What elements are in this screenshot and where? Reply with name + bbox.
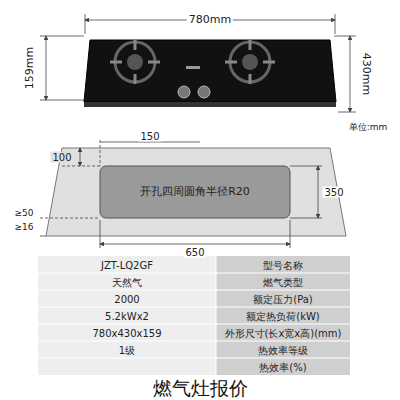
table-cell: 天然气 <box>110 276 144 287</box>
table-cell: 1级 <box>117 344 137 355</box>
table-cell: 额定压力(Pa) <box>251 293 315 304</box>
cutout-diagram <box>40 140 346 248</box>
table-cell: 5.2kWx2 <box>103 310 151 321</box>
table-cell: 热效率(%) <box>257 361 308 372</box>
unit-note: 单位:mm <box>347 123 390 133</box>
dimension: ≥50 <box>13 209 36 219</box>
table-cell: 外形尺寸(长x宽x高)(mm) <box>223 327 344 338</box>
dimension: 650 <box>183 247 206 258</box>
table-cell: 780x430x159 <box>90 327 163 338</box>
spec-table <box>38 256 350 375</box>
dimension: 159mm <box>24 45 36 91</box>
dimension-lines <box>40 14 356 112</box>
dimension: 100 <box>50 152 73 163</box>
table-cell: 额定热负荷(kW) <box>244 310 321 321</box>
cutout-note: 开孔四周圆角半径R20 <box>138 186 252 198</box>
table-cell: 2000 <box>112 293 141 304</box>
table-cell: JZT-LQ2GF <box>99 259 155 270</box>
dimension: 350 <box>322 187 345 198</box>
dimension: 780mm <box>187 14 233 26</box>
caption: 燃气灶报价 <box>153 378 248 399</box>
table-cell: 热效率等级 <box>256 344 310 355</box>
gas-stove <box>84 40 336 107</box>
dimension: 430mm <box>360 51 372 97</box>
table-cell: 型号名称 <box>261 259 305 270</box>
table-cell: 燃气类型 <box>261 276 305 287</box>
dimension: ≥16 <box>13 223 36 233</box>
dimension: 150 <box>138 131 161 142</box>
